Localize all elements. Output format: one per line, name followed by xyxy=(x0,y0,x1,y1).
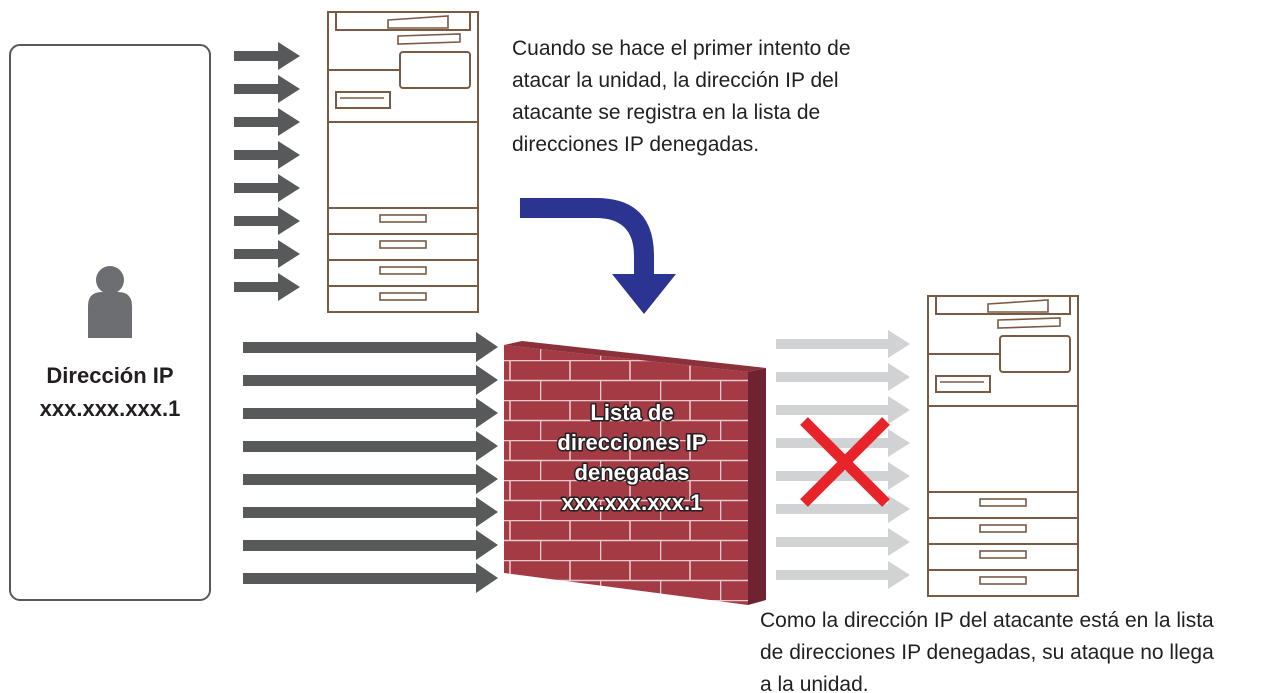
blocked-arrow xyxy=(776,528,910,556)
attacker-ip-label: Dirección IP xyxy=(46,363,173,388)
blocked-attack-arrows xyxy=(243,332,498,593)
attack-arrow xyxy=(243,332,498,362)
printer-icon xyxy=(927,295,1079,597)
deny-list-title-line3: denegadas xyxy=(575,460,690,485)
blocked-arrow xyxy=(776,396,910,424)
initial-attack-arrows xyxy=(234,42,300,301)
attack-arrow xyxy=(243,530,498,560)
blocked-arrow xyxy=(776,330,910,358)
attack-arrow xyxy=(234,141,300,169)
brick-wall-icon xyxy=(504,341,766,605)
caption-first-attack-line1: Cuando se hace el primer intento de xyxy=(512,37,851,60)
attack-arrow xyxy=(234,42,300,70)
caption-first-attack-line2: atacar la unidad, la dirección IP del xyxy=(512,69,838,92)
caption-blocked-line2: de direcciones IP denegadas, su ataque n… xyxy=(760,641,1214,664)
deny-list-title-line2: direcciones IP xyxy=(557,430,706,455)
attack-arrow xyxy=(243,398,498,428)
caption-blocked-line3: a la unidad. xyxy=(760,673,869,693)
attack-arrow xyxy=(234,240,300,268)
caption-first-attack: Cuando se hace el primer intento de atac… xyxy=(512,37,851,156)
caption-first-attack-line4: direcciones IP denegadas. xyxy=(512,133,759,156)
attack-arrow xyxy=(243,497,498,527)
attack-arrow xyxy=(234,273,300,301)
caption-blocked: Como la dirección IP del atacante está e… xyxy=(760,609,1214,693)
caption-blocked-line1: Como la dirección IP del atacante está e… xyxy=(760,609,1214,632)
attack-arrow xyxy=(234,207,300,235)
attack-arrow xyxy=(234,174,300,202)
printer-icon xyxy=(327,11,479,313)
blocked-arrow xyxy=(776,561,910,589)
caption-first-attack-line3: atacante se registra en la lista de xyxy=(512,101,820,124)
attack-arrow xyxy=(234,75,300,103)
attack-arrow xyxy=(243,464,498,494)
deny-list-label: Lista de direcciones IP denegadas xxx.xx… xyxy=(556,399,708,517)
blocked-arrow xyxy=(776,363,910,391)
attacker-panel: Dirección IP xxx.xxx.xxx.1 xyxy=(9,44,211,601)
deny-list-title-line1: Lista de xyxy=(590,400,673,425)
curved-arrow-icon xyxy=(520,198,676,314)
attacker-ip-address: xxx.xxx.xxx.1 xyxy=(40,396,181,421)
red-x-icon xyxy=(800,417,890,507)
blocked-arrow xyxy=(776,495,910,523)
attack-arrow xyxy=(243,431,498,461)
deny-list-ip: xxx.xxx.xxx.1 xyxy=(562,490,703,515)
attack-arrow xyxy=(243,365,498,395)
person-icon xyxy=(88,266,132,338)
attack-arrow xyxy=(234,108,300,136)
attack-arrow xyxy=(243,563,498,593)
